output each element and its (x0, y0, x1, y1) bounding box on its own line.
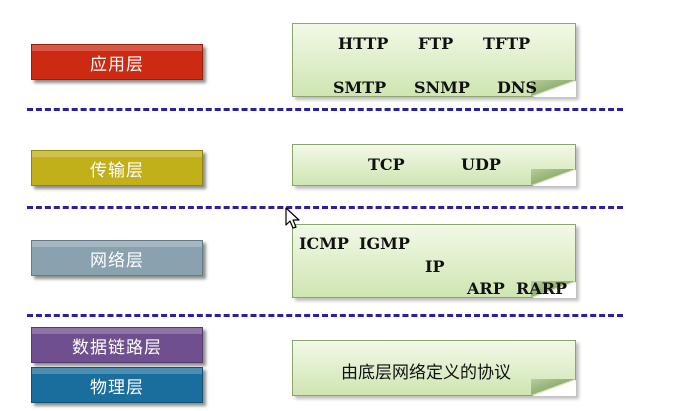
layer-transport: 传输层 (31, 150, 203, 186)
separator-line-2 (27, 206, 623, 209)
layer-physical-label: 物理层 (90, 377, 144, 398)
protocol-igmp: IGMP (359, 234, 410, 253)
page-fold-icon (532, 380, 576, 396)
layer-application: 应用层 (31, 44, 203, 80)
protocol-icmp: ICMP (299, 234, 349, 253)
layer-physical: 物理层 (31, 367, 203, 403)
page-fold-icon (532, 282, 576, 298)
protocol-arp: ARP (467, 279, 505, 298)
protocol-tcp: TCP (368, 155, 405, 174)
protocol-dns: DNS (497, 78, 538, 97)
protocol-http: HTTP (338, 34, 389, 53)
layer-application-label: 应用层 (90, 54, 144, 75)
link-physical-protocols-box: 由底层网络定义的协议 (292, 340, 576, 396)
protocol-udp: UDP (461, 155, 501, 174)
layer-data-link-label: 数据链路层 (72, 337, 162, 358)
application-protocols-box: HTTP FTP TFTP SMTP SNMP DNS (292, 23, 576, 97)
protocol-tftp: TFTP (483, 34, 531, 53)
layer-transport-label: 传输层 (90, 160, 144, 181)
layer-network-label: 网络层 (90, 250, 144, 271)
layer-data-link: 数据链路层 (31, 327, 203, 363)
page-fold-icon (532, 81, 576, 97)
protocol-smtp: SMTP (333, 78, 387, 97)
layer-network: 网络层 (31, 240, 203, 276)
network-protocols-box: ICMP IGMP IP ARP RARP (292, 224, 576, 298)
transport-protocols-box: TCP UDP (292, 144, 576, 186)
page-fold-icon (532, 170, 576, 186)
link-physical-description: 由底层网络定义的协议 (341, 363, 511, 383)
mouse-cursor-icon (285, 207, 300, 229)
protocol-ip: IP (425, 257, 445, 276)
protocol-snmp: SNMP (414, 78, 470, 97)
protocol-ftp: FTP (418, 34, 454, 53)
separator-line-1 (27, 108, 623, 111)
separator-line-3 (27, 314, 623, 317)
protocol-rarp: RARP (516, 279, 568, 298)
